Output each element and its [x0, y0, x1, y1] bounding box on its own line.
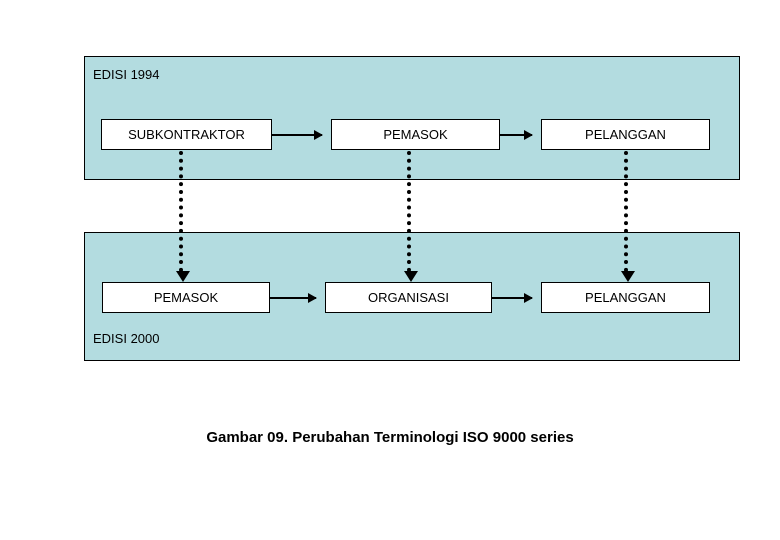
panel-edisi-1994: EDISI 1994 [84, 56, 740, 180]
panel-label-edisi-1994: EDISI 1994 [93, 67, 160, 82]
node-organisasi: ORGANISASI [325, 282, 492, 313]
panel-label-edisi-2000: EDISI 2000 [93, 331, 160, 346]
node-pelanggan-top: PELANGGAN [541, 119, 710, 150]
node-pemasok-bottom: PEMASOK [102, 282, 270, 313]
node-pemasok-top: PEMASOK [331, 119, 500, 150]
arrow-pemasok-to-organisasi-icon [270, 293, 317, 303]
arrow-organisasi-to-pelanggan-icon [492, 293, 533, 303]
arrow-subkontraktor-to-pemasok-icon [272, 130, 323, 140]
dotted-arrow-subkontraktor-to-pemasok-icon [176, 151, 190, 282]
node-pelanggan-bottom: PELANGGAN [541, 282, 710, 313]
arrow-pemasok-to-pelanggan-icon [500, 130, 533, 140]
node-subkontraktor: SUBKONTRAKTOR [101, 119, 272, 150]
dotted-arrow-pemasok-to-organisasi-icon [404, 151, 418, 282]
figure-caption: Gambar 09. Perubahan Terminologi ISO 900… [206, 429, 574, 446]
dotted-arrow-pelanggan-to-pelanggan-icon [621, 151, 635, 282]
